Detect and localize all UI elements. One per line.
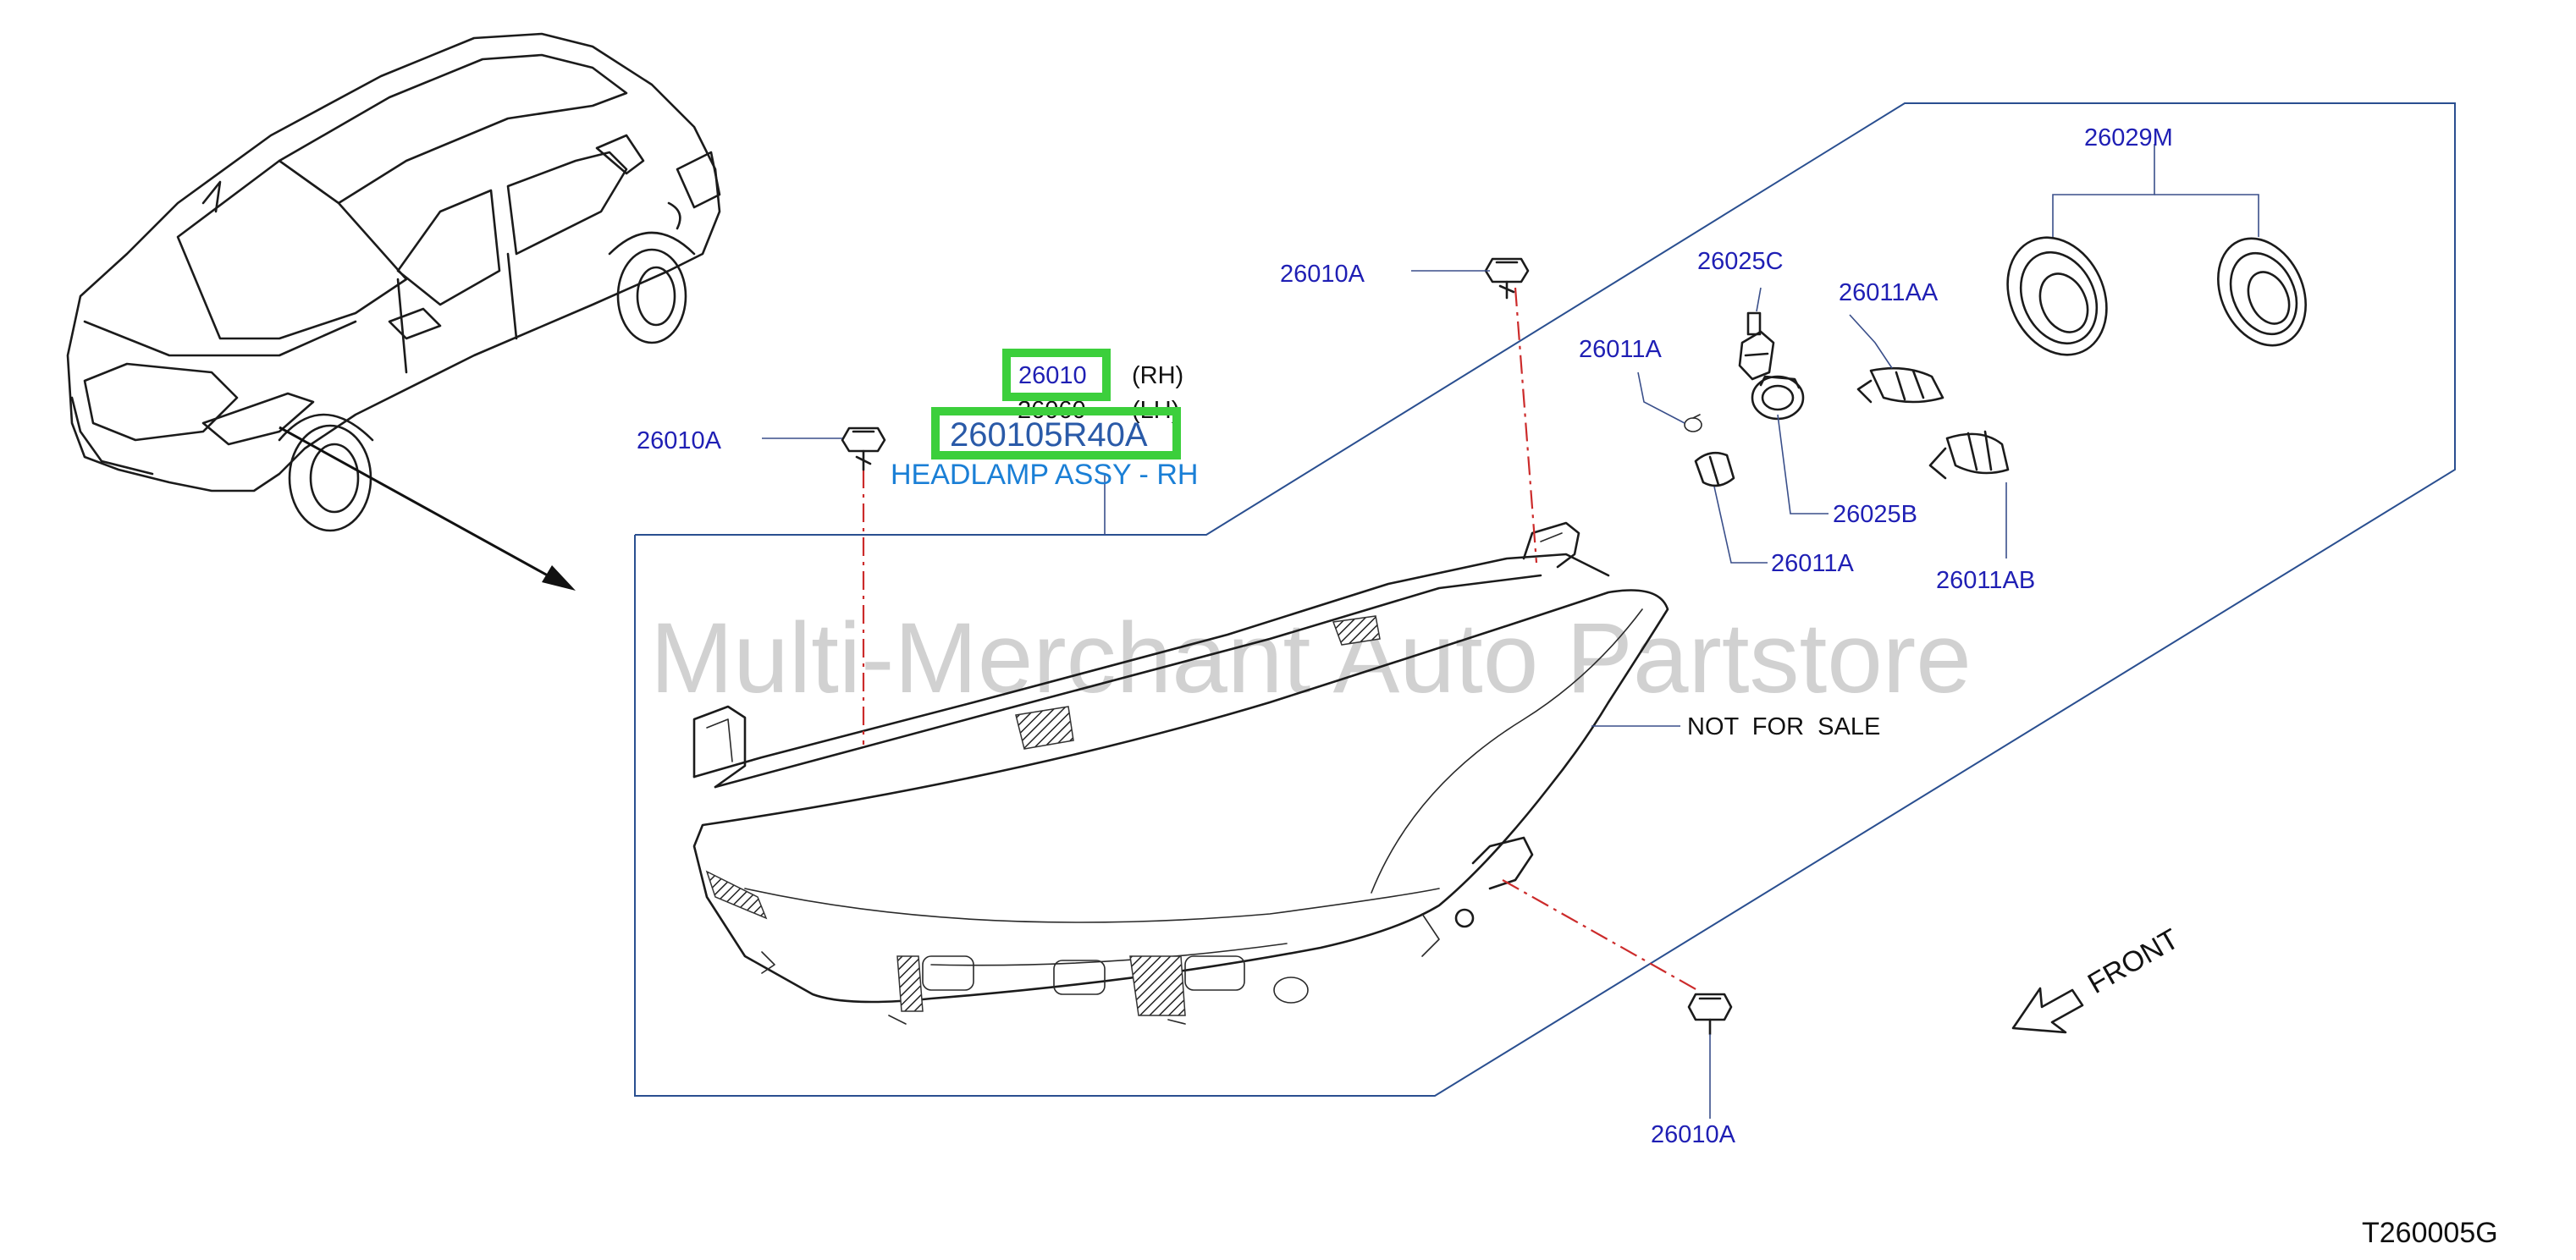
seal-26029m-right[interactable] (2202, 224, 2323, 360)
bulb-26011ab[interactable] (1928, 430, 2010, 480)
watermark-text: Multi-Merchant Auto Partstore (650, 602, 1972, 714)
seal-26029m-left[interactable] (1989, 222, 2126, 371)
front-indicator: FRONT (2011, 922, 2184, 1034)
callout-26029m[interactable]: 26029M (2084, 124, 2173, 151)
assembly-label-group: 26060 (LH) 26010 (RH) 260105R40A HEADLAM… (891, 349, 1198, 491)
socket-26025b[interactable] (1751, 375, 1805, 421)
callout-bolt-left[interactable]: 26010A (637, 427, 722, 454)
diagram-code: T260005G (2362, 1217, 2498, 1249)
exploded-view-frame (634, 102, 2456, 1097)
front-arrow-icon (2011, 987, 2084, 1034)
bulb-26011a-small[interactable] (1684, 414, 1702, 432)
bolt-top-center[interactable] (1484, 257, 1530, 300)
rh-code-highlight (1002, 349, 1111, 401)
rh-code[interactable]: 26010 (1018, 362, 1087, 389)
part-description: HEADLAMP ASSY - RH (891, 459, 1198, 491)
part-number-highlight (931, 407, 1181, 459)
callout-26011ab[interactable]: 26011AB (1936, 567, 2035, 594)
callout-26011a-top[interactable]: 26011A (1579, 336, 1662, 363)
callout-26025b[interactable]: 26025B (1833, 501, 1917, 528)
vehicle-illustration (66, 32, 721, 532)
location-arrow (279, 426, 576, 591)
callout-26025c[interactable]: 26025C (1697, 248, 1784, 275)
leader-lines (762, 144, 2259, 1119)
bulb-26025c[interactable] (1738, 311, 1775, 381)
bulb-26011a-wedge[interactable] (1694, 451, 1735, 487)
headlamp-housing (692, 521, 1669, 1025)
part-number[interactable]: 260105R40A (950, 416, 1148, 454)
bolt-left[interactable] (841, 426, 886, 471)
callout-bolt-top-center[interactable]: 26010A (1280, 261, 1365, 288)
bolt-center-lines (862, 287, 1698, 991)
not-for-sale-label: NOT FOR SALE (1687, 713, 1880, 740)
callout-26011a-bottom[interactable]: 26011A (1771, 550, 1854, 577)
bulb-26011aa[interactable] (1856, 366, 1944, 404)
bolt-bottom[interactable] (1687, 993, 1733, 1036)
front-label: FRONT (2082, 922, 2184, 999)
callout-26011aa[interactable]: 26011AA (1839, 279, 1939, 306)
rh-side: (RH) (1132, 362, 1183, 389)
callout-bolt-bottom[interactable]: 26010A (1651, 1121, 1736, 1148)
